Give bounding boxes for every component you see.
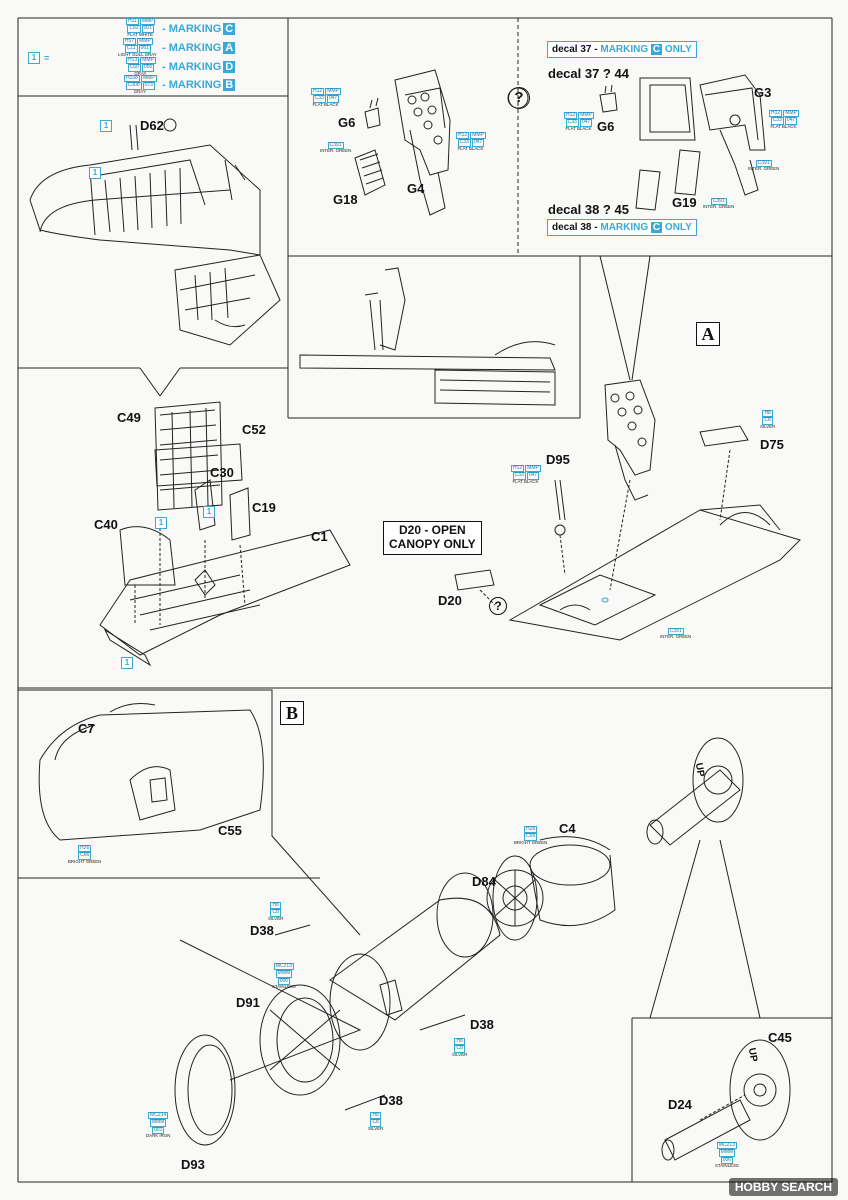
color-tag: 1 (28, 52, 40, 64)
color-tag: 1 (121, 657, 133, 669)
paint-inter-green: C391 INTER. GREEN (703, 198, 735, 210)
paint-silver: H8 C8 SILVER (760, 410, 776, 429)
part-label-c1: C1 (311, 529, 328, 544)
part-label-g6: G6 (597, 119, 615, 134)
paint-inter-green: C391 INTER. GREEN (320, 142, 352, 154)
part-label-d75: D75 (760, 437, 784, 452)
part-label-d91: D91 (236, 995, 260, 1010)
part-label-d20: D20 (438, 593, 462, 608)
decal-38-note: decal 38 - MARKING C ONLY (547, 219, 697, 236)
decal-37-text: decal 37 ? 44 (548, 66, 629, 81)
paint-stainless: MC213 MMM 006 STAINLESS (272, 963, 296, 989)
part-label-d62: D62 (140, 118, 164, 133)
color-tag: 1 (155, 517, 167, 529)
step-a-marker: A (696, 322, 720, 346)
paint-stainless: MC213 MMM 006 STAINLESS (715, 1142, 739, 1168)
paint-inter-green: C391 INTER. GREEN (660, 628, 692, 640)
question-icon: ? (489, 597, 507, 615)
part-label-d95: D95 (546, 452, 570, 467)
part-label-c4: C4 (559, 821, 576, 836)
question-icon: ? (508, 87, 530, 109)
up-label: UP (692, 762, 707, 778)
part-label-c52: C52 (242, 422, 266, 437)
part-label-d38: D38 (379, 1093, 403, 1108)
part-label-d24: D24 (668, 1097, 692, 1112)
paint-dark-iron: MC214 MMM 001 DARK IRON (146, 1112, 171, 1138)
open-canopy-note: D20 - OPEN CANOPY ONLY (383, 521, 482, 555)
paint-silver: H8 C8 SILVER (452, 1038, 468, 1057)
part-label-d38: D38 (470, 1017, 494, 1032)
step-b-marker: B (280, 701, 304, 725)
color-tag: 1 (100, 120, 112, 132)
color-tag: 1 (89, 167, 101, 179)
part-label-c7: C7 (78, 721, 95, 736)
part-label-d93: D93 (181, 1157, 205, 1172)
part-label-g18: G18 (333, 192, 358, 207)
decal-38-text: decal 38 ? 45 (548, 202, 629, 217)
part-label-c30: C30 (210, 465, 234, 480)
part-label-d84: D84 (472, 874, 496, 889)
color-tag: 1 (203, 506, 215, 518)
part-label-g3: G3 (754, 85, 772, 100)
part-label-d38: D38 (250, 923, 274, 938)
watermark: HOBBY SEARCH (728, 1178, 838, 1196)
up-label: UP (745, 1047, 760, 1063)
legend-equals: = (44, 53, 50, 63)
decal-37-note: decal 37 - MARKING C ONLY (547, 41, 697, 58)
part-label-g19: G19 (672, 195, 697, 210)
part-label-g4: G4 (407, 181, 425, 196)
paint-silver: H8 C8 SILVER (268, 902, 284, 921)
part-label-c19: C19 (252, 500, 276, 515)
paint-inter-green: C391 INTER. GREEN (748, 160, 780, 172)
paint-silver: H8 C8 SILVER (368, 1112, 384, 1131)
part-label-c40: C40 (94, 517, 118, 532)
part-label-c55: C55 (218, 823, 242, 838)
paint-bright-green: H26 C66 BRIGHT GREEN (514, 826, 548, 845)
part-label-c45: C45 (768, 1030, 792, 1045)
paint-bright-green: H26 C66 BRIGHT GREEN (68, 845, 102, 864)
part-label-c49: C49 (117, 410, 141, 425)
part-label-g6: G6 (338, 115, 356, 130)
